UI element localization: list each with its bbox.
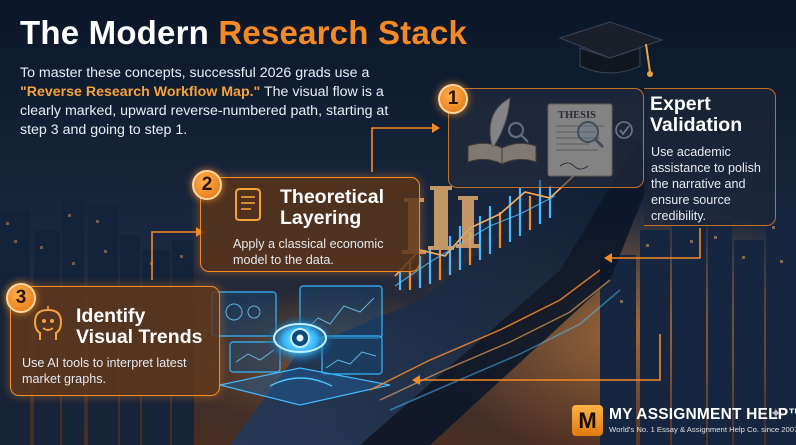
step-2-title-line1: Theoretical	[280, 186, 385, 208]
step-3-title-line2: Visual Trends	[76, 326, 203, 348]
step-3-card	[10, 286, 220, 396]
intro-highlight: "Reverse Research Workflow Map."	[20, 84, 261, 100]
step-3-title: Identify Visual Trends	[76, 306, 202, 348]
step-3-title-line1: Identify	[76, 305, 146, 327]
step-1-badge: 1	[438, 84, 468, 114]
hologram-platform	[219, 367, 391, 406]
step-2-badge: 2	[192, 170, 222, 200]
step-1-card	[448, 88, 644, 188]
sparkle-icon: ✦	[770, 405, 782, 421]
intro-text-end: The visual flow is a clearly marked, upw…	[20, 84, 389, 138]
brand-tagline: World's No. 1 Essay & Assignment Help Co…	[609, 425, 796, 434]
step-1-title-line2: Validation	[650, 114, 743, 136]
scroll-icon	[235, 188, 261, 221]
step-1-description: Use academic assistance to polish the na…	[651, 145, 761, 223]
brand-name: MY ASSIGNMENT HELP™	[609, 406, 796, 423]
title-part-white: The Modern	[20, 14, 219, 51]
step-1-text-panel	[644, 88, 776, 226]
step-1-title: Expert Validation	[650, 94, 742, 136]
step-2-title: Theoretical Layering	[280, 187, 384, 229]
step-2-description: Apply a classical economic model to the …	[233, 237, 384, 267]
step-2-title-line2: Layering	[280, 207, 362, 229]
skyline-right	[600, 200, 796, 445]
ai-head-icon	[33, 306, 63, 340]
flow-arrows	[151, 127, 701, 381]
title-part-orange: Research Stack	[218, 14, 467, 51]
graduation-cap-icon	[558, 21, 664, 77]
intro-text-start: To master these concepts, successful 202…	[20, 65, 370, 81]
brand-logo[interactable]: M MY ASSIGNMENT HELP™ World's No. 1 Essa…	[572, 403, 796, 443]
brand-mark: M	[572, 405, 603, 436]
step-3-badge: 3	[6, 283, 36, 313]
intro-paragraph: To master these concepts, successful 202…	[20, 64, 395, 140]
step-3-description: Use AI tools to interpret latest market …	[22, 356, 187, 386]
eye-hologram-icon	[273, 323, 327, 353]
step-1-title-line1: Expert	[650, 93, 711, 115]
page-title: The Modern Research Stack	[20, 14, 467, 52]
workflow-path	[230, 140, 640, 445]
